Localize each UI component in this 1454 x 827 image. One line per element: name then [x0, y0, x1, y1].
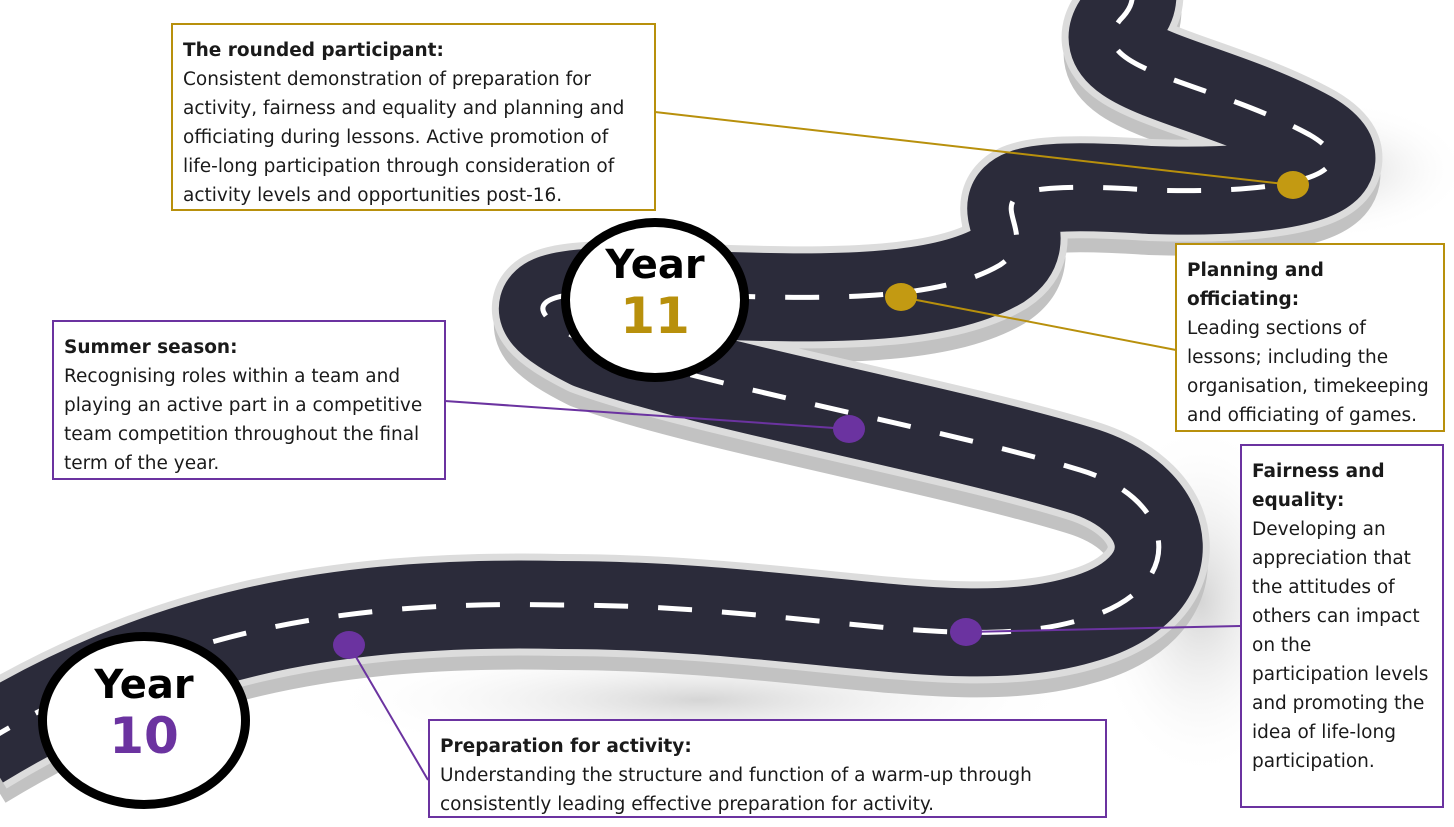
summer-season-title: Summer season:: [64, 337, 238, 358]
connector-summer: [444, 400, 850, 430]
planning-officiating-box: Planning and officiating: Leading sectio…: [1175, 243, 1445, 432]
rounded-participant-title: The rounded participant:: [183, 40, 444, 61]
planning-officiating-title: Planning and officiating:: [1187, 260, 1324, 310]
preparation-activity-box: Preparation for activity: Understanding …: [428, 719, 1107, 818]
preparation-activity-title: Preparation for activity:: [440, 736, 692, 757]
milestone-dot-preparation: [333, 631, 365, 659]
road-center-dashes: [0, 0, 1331, 745]
fairness-equality-title: Fairness and equality:: [1252, 461, 1385, 511]
milestone-dot-planning: [885, 283, 917, 311]
summer-season-box: Summer season: Recognising roles within …: [52, 320, 446, 480]
planning-officiating-body: Leading sections of lessons; including t…: [1187, 318, 1429, 426]
year-11-badge: Year 11: [561, 218, 749, 382]
rounded-participant-box: The rounded participant: Consistent demo…: [171, 23, 656, 211]
year-10-word: Year: [94, 662, 194, 708]
year-11-number: 11: [620, 287, 690, 345]
rounded-participant-body: Consistent demonstration of preparation …: [183, 69, 625, 206]
year-10-number: 10: [109, 707, 179, 765]
connector-rounded: [654, 111, 1294, 186]
fairness-equality-box: Fairness and equality: Developing an app…: [1240, 444, 1444, 808]
milestone-dot-fairness: [950, 618, 982, 646]
connector-fairness: [965, 625, 1241, 633]
connector-preparation: [348, 644, 429, 781]
summer-season-body: Recognising roles within a team and play…: [64, 366, 423, 474]
year-11-word: Year: [605, 242, 705, 288]
fairness-equality-body: Developing an appreciation that the atti…: [1252, 519, 1429, 772]
milestone-dot-rounded: [1277, 171, 1309, 199]
year-10-badge: Year 10: [38, 632, 250, 809]
connector-planning: [900, 296, 1177, 351]
milestone-dot-summer: [833, 415, 865, 443]
preparation-activity-body: Understanding the structure and function…: [440, 765, 1032, 815]
